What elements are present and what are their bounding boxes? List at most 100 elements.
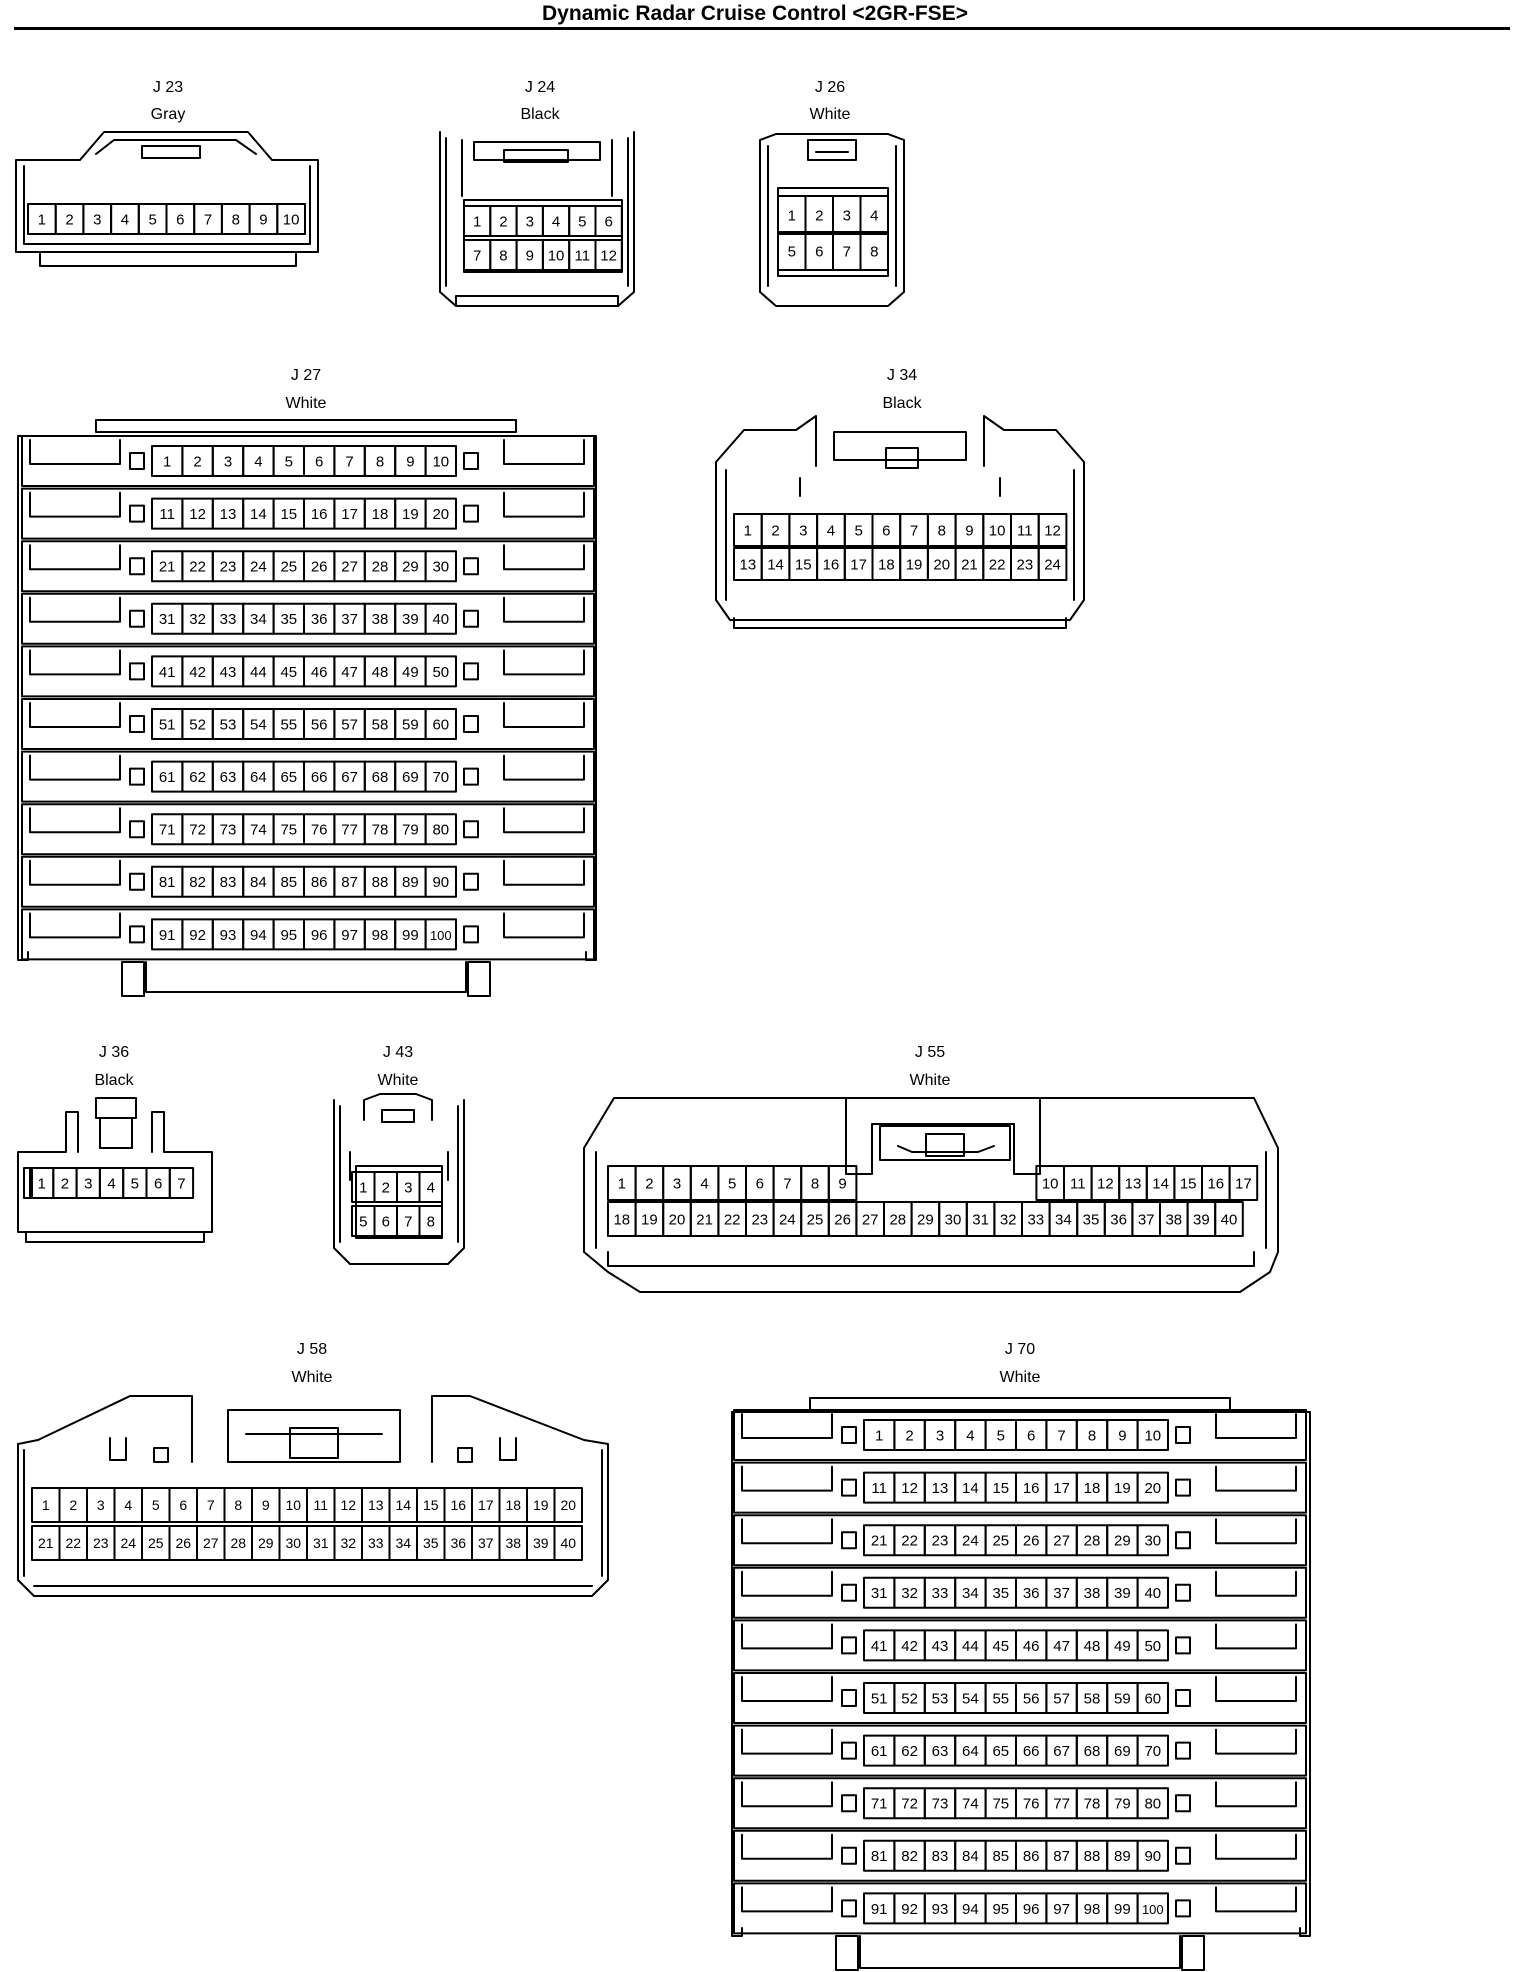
pin-number: 85 xyxy=(992,1848,1009,1865)
connector-id-j34: J 34 xyxy=(886,367,918,384)
pin-number: 96 xyxy=(311,927,328,944)
pin-number: 4 xyxy=(254,453,262,470)
pin-number: 33 xyxy=(220,611,237,628)
pin-number: 52 xyxy=(901,1690,918,1707)
pin-number: 36 xyxy=(1023,1585,1040,1602)
pin-number: 20 xyxy=(560,1497,576,1513)
pin-number: 58 xyxy=(372,716,389,733)
pin-number: 2 xyxy=(905,1427,913,1444)
pin-number: 7 xyxy=(910,522,918,539)
pin-number: 33 xyxy=(368,1535,384,1551)
pin-number: 6 xyxy=(604,213,612,230)
pin-number: 51 xyxy=(159,716,176,733)
pin-number: 1 xyxy=(37,1175,45,1192)
pin-number: 57 xyxy=(1053,1690,1070,1707)
pin-number: 5 xyxy=(148,211,156,228)
pin-number: 63 xyxy=(220,769,237,786)
connector-j43-housing xyxy=(333,1093,465,1265)
pin-number: 4 xyxy=(827,522,835,539)
pin-number: 66 xyxy=(311,769,328,786)
pin-number: 3 xyxy=(673,1175,681,1192)
pin-number: 50 xyxy=(432,664,449,681)
pin-number: 3 xyxy=(97,1497,105,1513)
pin-number: 6 xyxy=(882,522,890,539)
pin-number: 60 xyxy=(1144,1690,1161,1707)
pin-cell xyxy=(1228,1165,1259,1201)
pin-number: 2 xyxy=(499,213,507,230)
pin-number: 30 xyxy=(1144,1533,1161,1550)
pin-number: 62 xyxy=(189,769,206,786)
pin-number: 3 xyxy=(799,522,807,539)
pin-number: 55 xyxy=(280,716,297,733)
pin-cell xyxy=(1136,1524,1169,1557)
pin-number: 22 xyxy=(989,556,1006,573)
pin-cell xyxy=(1136,1629,1169,1662)
pin-number: 30 xyxy=(945,1211,962,1228)
pin-number: 34 xyxy=(1055,1211,1072,1228)
pin-number: 40 xyxy=(1221,1211,1238,1228)
pin-number: 65 xyxy=(992,1743,1009,1760)
pin-number: 36 xyxy=(1110,1211,1127,1228)
pin-number: 21 xyxy=(38,1535,54,1551)
pin-number: 97 xyxy=(341,927,358,944)
connector-color-j24: Black xyxy=(520,106,560,123)
pin-number: 17 xyxy=(478,1497,494,1513)
pin-number: 27 xyxy=(341,559,358,576)
pin-number: 78 xyxy=(1084,1796,1101,1813)
pin-number: 7 xyxy=(783,1175,791,1192)
pin-number: 57 xyxy=(341,716,358,733)
pin-number: 8 xyxy=(376,453,384,470)
pin-cell xyxy=(424,497,458,530)
pin-number: 8 xyxy=(499,247,507,264)
pin-cell xyxy=(424,760,458,793)
pin-number: 76 xyxy=(311,822,328,839)
pin-number: 69 xyxy=(1114,1743,1131,1760)
pin-lane xyxy=(733,1672,1307,1724)
pin-number: 84 xyxy=(962,1848,979,1865)
pin-number: 1 xyxy=(788,207,796,224)
pin-number: 34 xyxy=(395,1535,411,1551)
pin-number: 67 xyxy=(1053,1743,1070,1760)
pin-cell xyxy=(1136,1839,1169,1872)
pin-number: 42 xyxy=(901,1638,918,1655)
pin-cell xyxy=(1136,1682,1169,1714)
pin-number: 1 xyxy=(359,1179,367,1196)
pin-number: 38 xyxy=(1165,1211,1182,1228)
pin-number: 3 xyxy=(84,1175,92,1192)
pin-number: 32 xyxy=(340,1535,356,1551)
pin-number: 33 xyxy=(932,1585,949,1602)
pin-number: 91 xyxy=(159,927,176,944)
pin-number: 21 xyxy=(696,1211,713,1228)
connector-j36-housing xyxy=(17,1097,213,1243)
pin-number: 1 xyxy=(163,453,171,470)
pin-number: 18 xyxy=(505,1497,521,1513)
pin-number: 40 xyxy=(432,611,449,628)
pin-lane xyxy=(733,1461,1307,1514)
pin-lane xyxy=(733,1514,1307,1567)
pin-number: 27 xyxy=(1053,1533,1070,1550)
pin-number: 6 xyxy=(154,1175,162,1192)
pin-number: 8 xyxy=(232,211,240,228)
pin-number: 10 xyxy=(1042,1175,1059,1192)
pin-cell xyxy=(418,1171,443,1203)
pin-number: 70 xyxy=(1144,1743,1161,1760)
pin-number: 35 xyxy=(423,1535,439,1551)
pin-number: 86 xyxy=(311,874,328,891)
pin-number: 6 xyxy=(1027,1427,1035,1444)
pin-number: 27 xyxy=(203,1535,219,1551)
pin-number: 77 xyxy=(341,822,358,839)
pin-number: 35 xyxy=(992,1585,1009,1602)
pin-number: 2 xyxy=(69,1497,77,1513)
pin-number: 5 xyxy=(728,1175,736,1192)
pin-number: 47 xyxy=(341,664,358,681)
connector-color-j27: White xyxy=(285,395,327,412)
connector-color-j26: White xyxy=(809,106,851,123)
pin-number: 71 xyxy=(871,1796,888,1813)
pin-number: 96 xyxy=(1023,1901,1040,1918)
pin-number: 39 xyxy=(1193,1211,1210,1228)
pin-number: 5 xyxy=(152,1497,160,1513)
